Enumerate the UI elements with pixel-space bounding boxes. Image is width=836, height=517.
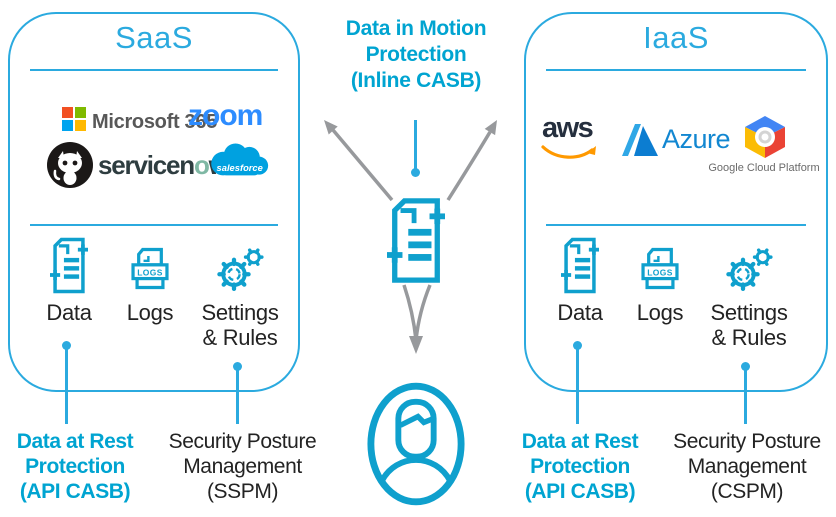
settings-rules-gear-icon: [216, 246, 264, 294]
iaas-title: IaaS: [643, 20, 709, 55]
up-right-arrow: [446, 131, 492, 201]
data-document-icon: [561, 237, 599, 294]
up-left-arrowhead: [324, 120, 338, 135]
settings-rules-gear-icon: [725, 246, 773, 294]
microsoft-365-logo: Microsoft 365: [92, 111, 218, 133]
up-left-arrow: [331, 128, 394, 202]
google-cloud-platform-icon: [742, 116, 788, 158]
saas-data-resource: Data: [24, 236, 114, 325]
saas-box: SaaS Microsoft 365 zoom servicenow Data …: [8, 12, 300, 392]
center-connector-line: [414, 120, 417, 171]
saas-settings-label: Settings & Rules: [201, 300, 279, 350]
servicenow-green-o: o: [193, 150, 210, 180]
saas-bottom-divider: [30, 224, 278, 226]
aws-smile-icon: [541, 144, 597, 159]
saas-api-casb-callout: Data at Rest Protection (API CASB): [16, 430, 134, 503]
servicenow-logo: servicenow: [98, 150, 229, 181]
zoom-logo: zoom: [188, 99, 263, 132]
saas-data-callout-dot: [62, 341, 71, 350]
iaas-data-resource: Data: [535, 236, 625, 325]
iaas-top-divider: [546, 69, 806, 71]
center-connector-dot: [411, 168, 420, 177]
google-cloud-platform-logo: Google Cloud Platform: [708, 162, 820, 174]
iaas-bottom-divider: [546, 224, 806, 226]
iaas-data-callout-line: [576, 349, 579, 424]
user-person-icon: [365, 380, 467, 508]
saas-logs-resource: Logs: [105, 236, 195, 325]
iaas-cspm-callout: Security Posture Management (CSPM): [673, 430, 821, 503]
saas-settings-callout-line: [236, 370, 239, 424]
saas-logs-label: Logs: [126, 300, 174, 325]
down-arrowhead: [409, 336, 423, 354]
data-in-motion-document-icon: [387, 197, 445, 284]
servicenow-text-pre: servicen: [98, 150, 195, 180]
saas-top-divider: [30, 69, 278, 71]
saas-data-callout-line: [65, 349, 68, 424]
inline-casb-title: Data in Motion Protection (Inline CASB): [345, 17, 487, 92]
aws-logo: aws: [542, 112, 594, 144]
logs-icon: [641, 247, 679, 290]
iaas-box: IaaS aws Azure Google Cloud Platform Dat…: [524, 12, 828, 392]
azure-logo-icon: [622, 122, 658, 158]
traffic-arrows: [324, 120, 497, 354]
down-arrow-left-strand: [402, 284, 418, 341]
iaas-settings-callout-line: [744, 370, 747, 424]
iaas-settings-resource: Settings & Rules: [704, 236, 794, 350]
down-arrow-right-strand: [414, 284, 432, 341]
github-logo-icon: [46, 141, 94, 189]
salesforce-logo: [206, 140, 272, 183]
saas-sspm-callout: Security Posture Management (SSPM): [168, 430, 317, 503]
azure-logo: Azure: [662, 124, 731, 154]
logs-icon: [131, 247, 169, 290]
saas-settings-resource: Settings & Rules: [195, 236, 285, 350]
microsoft-365-icon: [62, 107, 86, 131]
iaas-data-label: Data: [557, 300, 603, 325]
iaas-logs-label: Logs: [636, 300, 684, 325]
iaas-api-casb-callout: Data at Rest Protection (API CASB): [521, 430, 639, 503]
iaas-data-callout-dot: [573, 341, 582, 350]
iaas-settings-label: Settings & Rules: [710, 300, 788, 350]
saas-title: SaaS: [115, 20, 193, 55]
iaas-settings-callout-dot: [741, 362, 750, 371]
iaas-logs-resource: Logs: [615, 236, 705, 325]
saas-data-label: Data: [46, 300, 92, 325]
data-document-icon: [50, 237, 88, 294]
saas-settings-callout-dot: [233, 362, 242, 371]
up-right-arrowhead: [484, 120, 497, 136]
